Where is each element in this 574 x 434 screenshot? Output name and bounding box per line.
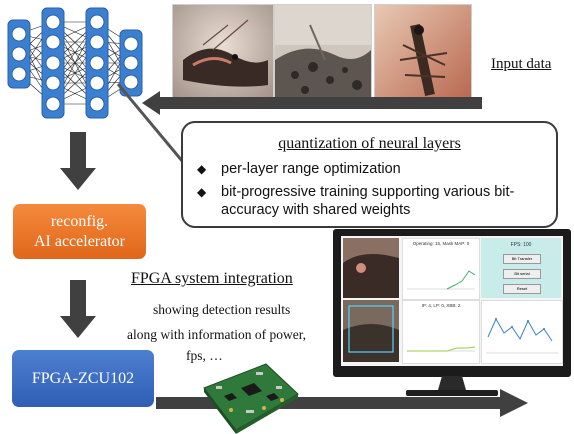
input-arrow <box>142 91 482 115</box>
bit-transfer-button[interactable]: Bit Transfer <box>503 254 541 264</box>
diamond-bullet-icon: ◆ <box>197 162 207 176</box>
callout-bullet-text: bit-progressive training supporting vari… <box>221 184 515 218</box>
nn-node <box>45 96 61 112</box>
detection-text-1: showing detection results <box>153 302 291 317</box>
fpga-board-image <box>203 363 299 434</box>
ai-accelerator-box: reconfig. AI accelerator <box>13 204 146 259</box>
neural-network-diagram <box>7 7 143 119</box>
nn-node <box>45 55 61 71</box>
output-arrow <box>156 389 528 417</box>
accelerator-line-1: reconfig. <box>50 212 109 230</box>
nn-node <box>89 75 105 91</box>
down-arrow-1 <box>60 132 96 190</box>
callout-bullet-text: per-layer range optimization <box>221 161 401 177</box>
nn-node <box>45 14 61 30</box>
chart-3-plot <box>486 317 558 354</box>
monitor-chart-2: IP: 4, LP: 0, XBB: 2 <box>402 300 480 364</box>
input-image-3 <box>374 4 472 106</box>
chart-1-title: Operating: 15, Mask MAP: 0 <box>412 241 470 246</box>
nn-node <box>89 55 105 71</box>
monitor-control-panel: FPS: 100 Bit Transfer Bit serial Reset <box>481 238 561 298</box>
callout-bullet-2: ◆ bit-progressive training supporting va… <box>197 183 514 218</box>
monitor-video-top <box>343 238 399 298</box>
board-label: FPGA-ZCU102 <box>31 369 135 387</box>
nn-node <box>89 14 105 30</box>
callout-title: quantization of neural layers <box>278 135 461 152</box>
input-image-2 <box>274 4 372 106</box>
accelerator-line-2: AI accelerator <box>33 232 126 250</box>
nn-node <box>123 55 139 71</box>
nn-node <box>123 74 139 90</box>
diamond-bullet-icon: ◆ <box>197 185 207 199</box>
input-image-1 <box>172 4 274 106</box>
chart-1-plot <box>407 270 475 290</box>
reset-button[interactable]: Reset <box>503 284 541 294</box>
callout-bullet-1: ◆ per-layer range optimization <box>197 160 401 178</box>
detection-box <box>348 305 394 353</box>
monitor-chart-3 <box>481 300 563 364</box>
monitor: Operating: 15, Mask MAP: 0 IP: 4, LP: 0,… <box>333 229 571 377</box>
fps-label: FPS: 100 <box>510 242 532 248</box>
monitor-chart-1: Operating: 15, Mask MAP: 0 <box>402 238 480 300</box>
monitor-stand <box>406 376 498 396</box>
quantization-callout: quantization of neural layers ◆ per-laye… <box>181 121 558 228</box>
nn-node <box>89 34 105 50</box>
nn-node <box>45 34 61 50</box>
monitor-screen: Operating: 15, Mask MAP: 0 IP: 4, LP: 0,… <box>341 236 563 366</box>
integration-title: FPGA system integration <box>131 270 293 287</box>
detection-text-3: fps, … <box>186 348 223 363</box>
nn-node <box>11 46 27 62</box>
nn-node <box>123 36 139 52</box>
nn-node <box>11 66 27 82</box>
chart-2-plot <box>407 346 475 352</box>
callout-pointer-line <box>116 83 190 169</box>
nn-node <box>89 96 105 112</box>
chart-2-title: IP: 4, LP: 0, XBB: 2 <box>421 303 461 308</box>
nn-node <box>45 75 61 91</box>
fpga-board-box: FPGA-ZCU102 <box>12 350 154 407</box>
bit-serial-button[interactable]: Bit serial <box>503 269 541 279</box>
monitor-video-bottom <box>343 300 399 362</box>
input-data-label: Input data <box>491 56 552 72</box>
nn-node <box>11 26 27 42</box>
detection-text-2: along with information of power, <box>127 327 307 342</box>
down-arrow-2 <box>60 280 96 338</box>
